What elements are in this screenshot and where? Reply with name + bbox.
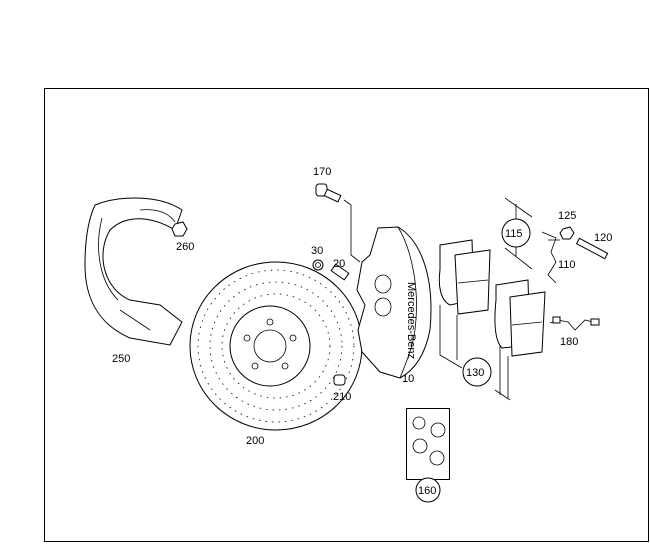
label-115: 115	[505, 228, 523, 240]
part-125-nut[interactable]	[559, 226, 575, 240]
diagram-frame	[44, 88, 649, 542]
part-120-bolt[interactable]	[575, 237, 609, 260]
part-210-bolt[interactable]	[333, 374, 346, 386]
label-125: 125	[558, 210, 576, 222]
label-130: 130	[466, 367, 484, 379]
part-130-brake-pads[interactable]	[438, 239, 546, 401]
label-260: 260	[176, 241, 194, 253]
label-30: 30	[311, 245, 323, 257]
part-250-dust-shield[interactable]	[84, 197, 183, 346]
label-160: 160	[418, 485, 436, 497]
label-210: 210	[333, 391, 351, 403]
part-20-bleed-valve[interactable]	[330, 263, 350, 281]
label-200: 200	[246, 435, 264, 447]
part-170-bolt[interactable]	[315, 183, 342, 203]
part-115-pins[interactable]	[504, 197, 533, 270]
callout-circle-130	[462, 357, 492, 387]
label-120: 120	[594, 232, 612, 244]
label-110: 110	[558, 259, 576, 271]
part-180-wear-sensor[interactable]	[549, 316, 600, 331]
callout-circle-115	[501, 218, 531, 248]
label-250: 250	[112, 353, 130, 365]
part-30-cap[interactable]	[312, 259, 324, 271]
callout-circle-160	[415, 477, 441, 503]
label-20: 20	[333, 258, 345, 270]
part-200-brake-disc[interactable]	[189, 261, 363, 431]
part-110-spring-clip[interactable]	[541, 231, 560, 284]
label-170: 170	[313, 166, 331, 178]
label-180: 180	[560, 336, 578, 348]
part-160-seal-kit[interactable]	[406, 408, 450, 480]
caliper-brand-text: Mercedes-Benz	[405, 282, 417, 359]
part-10-brake-caliper[interactable]: Mercedes-Benz	[356, 226, 432, 379]
part-260-nut[interactable]	[171, 221, 188, 237]
label-10: 10	[402, 373, 414, 385]
